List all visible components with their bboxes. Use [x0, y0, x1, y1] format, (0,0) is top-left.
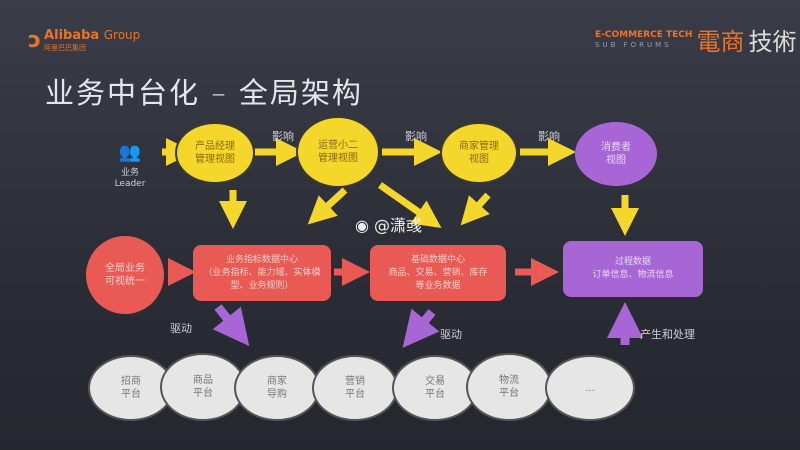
drive-label: 驱动 — [440, 328, 462, 341]
global-business-circle: 全局业务 可视统一 — [86, 236, 164, 314]
influence-label: 影响 — [272, 130, 294, 143]
arrow-ops-down-left — [307, 187, 348, 225]
arrow-merchant-down — [460, 192, 491, 226]
platform-node: 物流 平台 — [466, 353, 552, 421]
base-data-center: 基础数据中心 商品、交易、营销、库存 等业务数据 — [370, 245, 506, 301]
influence-label: 影响 — [405, 130, 427, 143]
merchant-view-node: 商家管理 视图 — [440, 122, 518, 184]
process-data-box: 过程数据 订单信息、物流信息 — [563, 241, 703, 297]
users-icon: 👥 — [118, 142, 142, 163]
page-title: 业务中台化 – 全局架构 — [45, 76, 363, 110]
consumer-view-node: 消费者 视图 — [575, 122, 657, 186]
influence-label: 影响 — [538, 130, 560, 143]
platform-node: 营销 平台 — [312, 355, 398, 421]
platform-node: 商家 导购 — [234, 355, 320, 421]
pm-view-node: 产品经理 管理视图 — [175, 122, 255, 184]
platform-node: 交易 平台 — [392, 355, 478, 421]
arrow-ops-down-right — [377, 182, 442, 229]
arrow-drive-left — [212, 304, 250, 347]
ops-view-node: 运营小二 管理视图 — [296, 116, 380, 188]
produce-label: 产生和处理 — [640, 328, 695, 341]
platform-node: 商品 平台 — [160, 353, 246, 421]
arrow-drive-right — [402, 308, 440, 348]
drive-label: 驱动 — [170, 322, 192, 335]
business-metrics-data-center: 业务指标数据中心 （业务指标、能力域、实体模型、业务规则） — [193, 245, 331, 301]
watermark: ◉ @潇彧 — [355, 216, 423, 235]
platform-node-more: ... — [545, 355, 635, 421]
